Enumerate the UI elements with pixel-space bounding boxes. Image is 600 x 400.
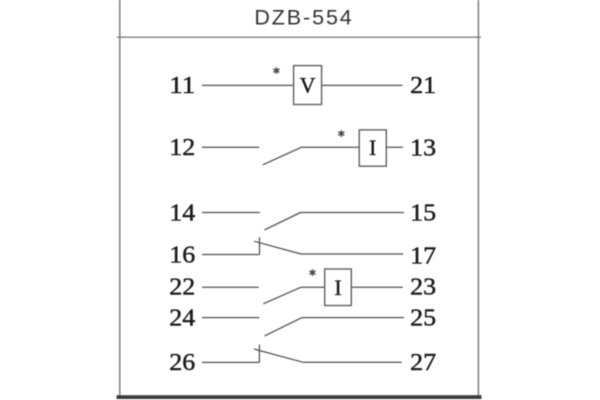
svg-text:V: V (300, 73, 316, 98)
svg-text:16: 16 (169, 242, 195, 268)
svg-text:23: 23 (410, 275, 436, 301)
svg-text:12: 12 (169, 135, 195, 161)
svg-text:25: 25 (410, 306, 436, 332)
svg-text:22: 22 (169, 275, 195, 301)
svg-text:24: 24 (169, 305, 195, 331)
svg-text:21: 21 (410, 73, 436, 99)
svg-text:17: 17 (410, 243, 436, 269)
svg-text:27: 27 (410, 350, 436, 376)
svg-text:13: 13 (410, 135, 436, 161)
svg-text:15: 15 (410, 200, 436, 226)
svg-text:14: 14 (169, 200, 195, 226)
svg-text:26: 26 (169, 350, 195, 376)
svg-text:I: I (369, 135, 376, 160)
svg-text:I: I (334, 275, 341, 300)
svg-text:DZB-554: DZB-554 (254, 6, 353, 30)
svg-text:11: 11 (169, 73, 195, 99)
